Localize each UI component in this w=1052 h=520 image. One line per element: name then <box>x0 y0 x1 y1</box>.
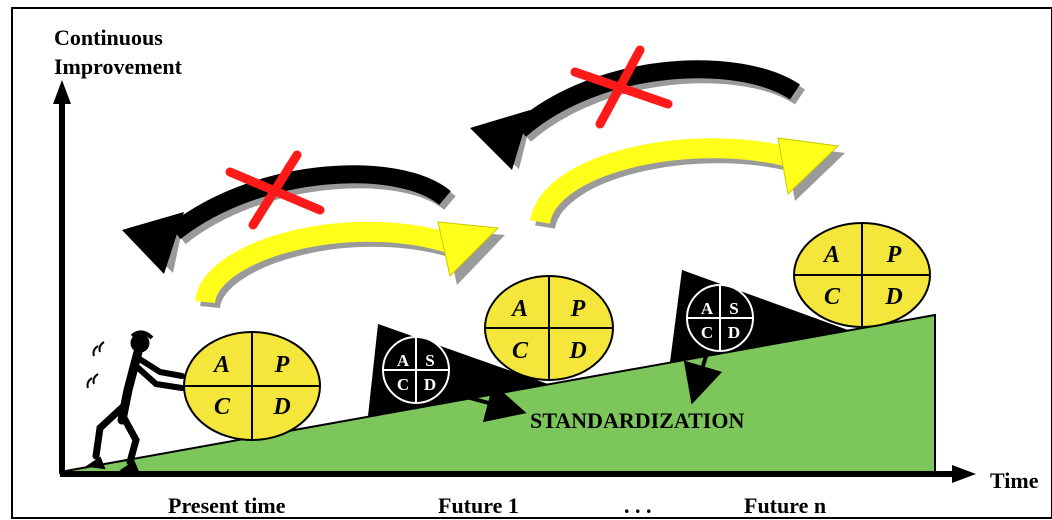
pdca-plan: P <box>886 242 902 268</box>
sdca-standardize: S <box>425 351 434 370</box>
y-axis-label-line1: Continuous <box>54 25 163 50</box>
pdca-act: A <box>510 296 528 322</box>
pdca-circle-future1: A P C D <box>484 275 614 381</box>
figure-border <box>11 7 1052 519</box>
sdca-do: D <box>728 323 740 342</box>
red-x-cross-icon <box>225 150 325 230</box>
sdca-circle-2: A S C D <box>686 284 754 352</box>
pdca-check: C <box>824 284 841 310</box>
sdca-do: D <box>424 375 436 394</box>
pdca-plan: P <box>570 296 586 322</box>
pdca-do: D <box>884 284 902 310</box>
y-axis <box>53 80 71 474</box>
standardization-label: STANDARDIZATION <box>530 408 744 433</box>
wedge-pointer-arrow-1 <box>469 383 527 423</box>
time-label-future1: Future 1 <box>438 493 519 518</box>
pdca-plan: P <box>274 352 290 378</box>
red-x-cross-icon <box>570 45 673 129</box>
sdca-act: A <box>397 351 410 370</box>
person-pushing-icon <box>85 330 185 474</box>
time-label-ellipsis: . . . <box>624 493 652 518</box>
time-label-present: Present time <box>168 493 286 518</box>
sdca-check: C <box>397 375 409 394</box>
y-axis-label-line2: Improvement <box>54 54 183 79</box>
black-curved-arrow-left-1 <box>122 165 456 274</box>
wedge-pointer-arrow-2 <box>683 355 723 405</box>
time-label-futuren: Future n <box>744 493 826 518</box>
pdca-circle-futuren: A P C D <box>793 222 931 328</box>
x-axis-label: Time <box>990 468 1039 493</box>
black-curved-arrow-left-2 <box>470 60 806 170</box>
yellow-curved-arrow-right-1 <box>195 221 505 310</box>
sdca-circle-1: A S C D <box>382 336 450 404</box>
pdca-do: D <box>272 394 290 420</box>
yellow-curved-arrow-right-2 <box>530 137 845 230</box>
sdca-act: A <box>701 299 714 318</box>
pdca-circle-present: A P C D <box>183 331 321 441</box>
pdca-check: C <box>512 338 529 364</box>
x-axis <box>60 465 976 483</box>
pdca-act: A <box>822 242 840 268</box>
pdca-do: D <box>568 338 586 364</box>
pdca-check: C <box>214 394 231 420</box>
pdca-act: A <box>212 352 230 378</box>
sdca-check: C <box>701 323 713 342</box>
sdca-standardize: S <box>729 299 738 318</box>
